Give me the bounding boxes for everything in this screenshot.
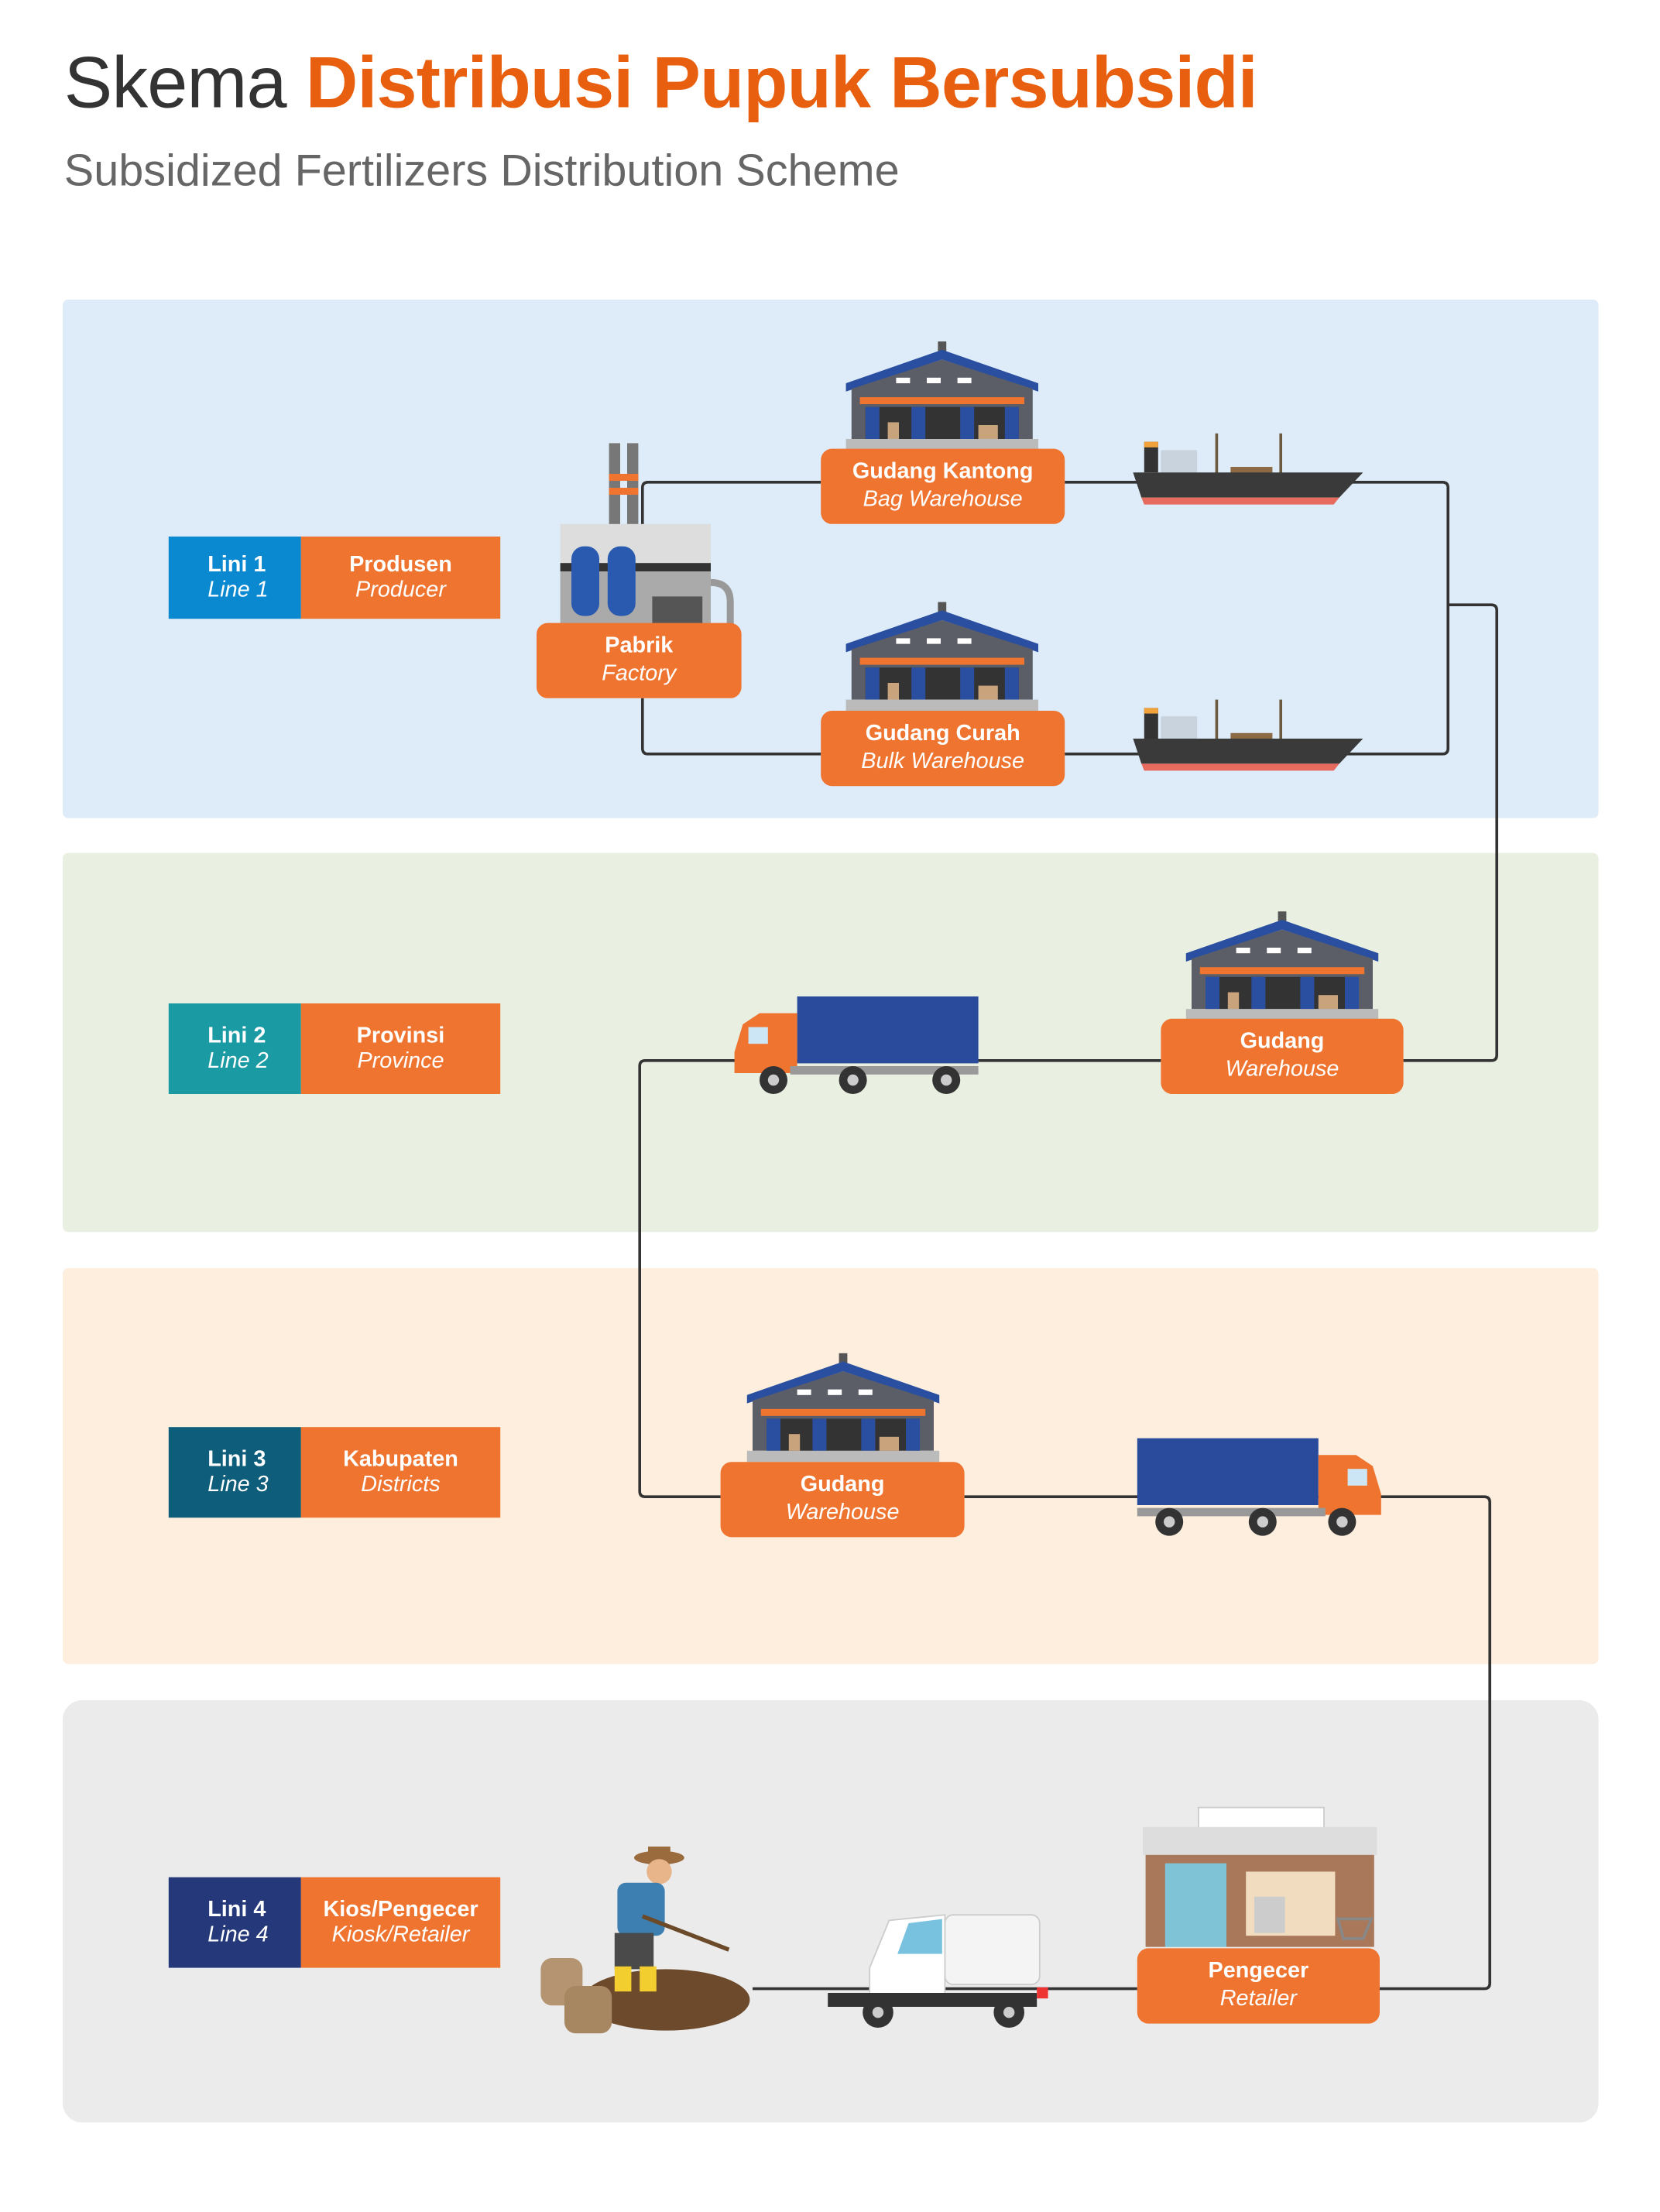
- ship-icon: [1131, 698, 1365, 773]
- node-name-en: Warehouse: [1225, 1058, 1339, 1082]
- lini-label: Lini 2: [208, 1024, 266, 1048]
- node-name-en: Warehouse: [785, 1500, 900, 1525]
- node-name-en: Bulk Warehouse: [861, 749, 1025, 773]
- factory-icon: [560, 443, 734, 627]
- level-label: Kios/Pengecer: [323, 1897, 478, 1922]
- node-name-en: Factory: [602, 662, 677, 686]
- line-label: Line 3: [208, 1472, 269, 1497]
- node-name: Pengecer: [1208, 1959, 1309, 1984]
- bulk-warehouse-icon: [845, 602, 1038, 711]
- truck-icon: [1137, 1438, 1381, 1536]
- node-name: Gudang Curah: [865, 722, 1020, 746]
- delivery-van-icon: [828, 1914, 1048, 2028]
- node-name-en: Bag Warehouse: [863, 488, 1023, 512]
- level-label-en: Districts: [361, 1472, 441, 1497]
- connector-factory-bulk: [640, 698, 821, 756]
- node-name: Gudang Kantong: [852, 460, 1034, 484]
- lini-label: Lini 4: [208, 1897, 266, 1922]
- level-label: Kabupaten: [343, 1447, 458, 1471]
- level-label: Provinsi: [356, 1024, 445, 1048]
- line-label: Line 1: [208, 578, 269, 602]
- level-label-en: Kiosk/Retailer: [331, 1922, 470, 1946]
- ship-icon: [1131, 431, 1365, 506]
- title-plain: Skema: [63, 43, 287, 125]
- level-label-en: Producer: [355, 578, 446, 602]
- node-name: Gudang: [800, 1473, 885, 1497]
- lini-label: Lini 1: [208, 552, 266, 577]
- title-highlight: Distribusi Pupuk Bersubsidi: [305, 43, 1258, 125]
- line-label: Line 2: [208, 1048, 269, 1073]
- connector-line2-line3: [638, 1058, 1161, 1498]
- node-name-en: Retailer: [1219, 1987, 1298, 2011]
- node-name: Gudang: [1240, 1030, 1325, 1054]
- line-label: Line 4: [208, 1922, 269, 1946]
- district-warehouse-icon: [746, 1353, 940, 1463]
- connector-ships-loop: [1065, 480, 1449, 756]
- farmer-icon: [540, 1847, 750, 2034]
- level-label-en: Province: [357, 1048, 444, 1073]
- truck-icon: [734, 996, 979, 1094]
- connector-line3-line4: [964, 1495, 1491, 1991]
- page-title: Skema Distribusi Pupuk Bersubsidi: [63, 42, 1258, 125]
- bag-warehouse-icon: [845, 341, 1038, 451]
- node-name: Pabrik: [605, 634, 674, 658]
- retail-store-icon: [1143, 1806, 1377, 1947]
- province-warehouse-icon: [1185, 911, 1379, 1020]
- level-label: Produsen: [349, 552, 452, 577]
- page-subtitle: Subsidized Fertilizers Distribution Sche…: [63, 145, 900, 195]
- lini-label: Lini 3: [208, 1447, 266, 1471]
- connector-factory-bag: [640, 480, 821, 623]
- connector-line1-line2: [1403, 603, 1498, 1062]
